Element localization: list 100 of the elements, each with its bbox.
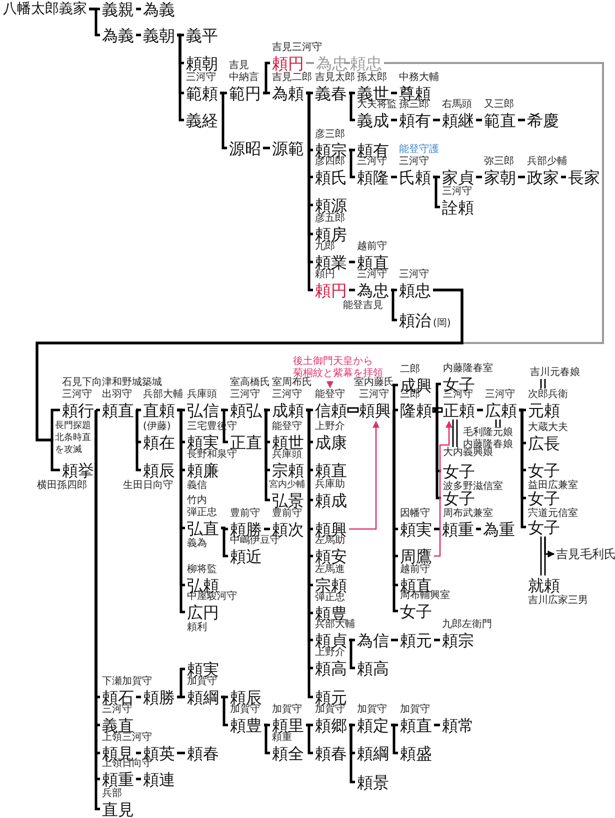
title-note: 生田日向守: [123, 480, 173, 492]
lineage-line: [560, 176, 566, 178]
person-name: 元頼: [528, 402, 560, 418]
person-name: 義朝: [143, 26, 175, 44]
person-name: 源範: [272, 140, 304, 156]
title-note: 越前守: [400, 564, 430, 576]
lineage-line: [476, 118, 482, 122]
person-name: 頼高: [357, 660, 389, 676]
title-note: 大蔵大夫: [528, 422, 568, 434]
title-note: 加賀守: [272, 704, 302, 716]
lineage-line: [177, 696, 185, 698]
lineage-line: [264, 408, 270, 502]
title-note: 周布武兼室: [443, 508, 493, 520]
person-name: 女子: [400, 602, 432, 620]
person-name: 家朝: [484, 168, 516, 186]
lineage-line: [135, 408, 141, 472]
person-name: 頼朝: [186, 54, 218, 72]
lineage-line: [434, 382, 441, 412]
title-note: 加賀守: [230, 704, 260, 716]
person-name: 頼勝: [143, 688, 175, 706]
person-name: 頼実: [400, 520, 432, 538]
lineage-line: [518, 176, 525, 178]
title-note: 室内藤氏: [354, 376, 394, 388]
lineage-line: [349, 92, 355, 122]
person-name: 弘直: [187, 520, 219, 536]
title-note: (岡): [433, 318, 451, 328]
person-name: 頼辰: [143, 462, 175, 478]
lineage-line: [391, 92, 397, 94]
person-name: 広頼: [485, 402, 517, 418]
person-name: 頼連: [143, 770, 175, 788]
person-name: 頼房: [315, 226, 347, 242]
lineage-line: [349, 260, 355, 264]
arrow: [544, 536, 555, 558]
lineage-line: [136, 752, 141, 754]
lineage-line: [221, 696, 228, 726]
lineage-line: [264, 528, 270, 530]
person-name: 為信: [357, 632, 389, 648]
person-name: 義親: [102, 0, 134, 18]
person-name: 隆頼: [400, 402, 432, 418]
title-note: 宍道元信室: [528, 508, 578, 520]
person-name: 八幡太郎義家: [3, 0, 87, 18]
lineage-line: [263, 92, 270, 94]
title-note: 九郎左衛門: [442, 618, 492, 630]
family-note: 内藤隆春娘: [463, 439, 513, 450]
title-note: 兵部: [102, 788, 122, 800]
title-note: 益田広兼室: [528, 480, 578, 491]
person-name: 頼常: [442, 716, 474, 734]
annotation-note: 後土御門天皇から菊桐紋と紫幕を拝領: [293, 356, 383, 379]
title-note: 九郎: [315, 240, 335, 252]
title-note: 吉見二郎: [272, 72, 312, 84]
person-name: 氏頼: [399, 168, 431, 186]
title-note: 兵部少輔: [527, 156, 567, 168]
title-note: 弾正忠: [187, 506, 217, 518]
lineage-line: [136, 696, 141, 698]
title-note: 左馬進: [315, 564, 345, 576]
person-name: 頼忠: [350, 54, 382, 72]
person-name: 頼綱: [187, 688, 219, 706]
person-name: 家貞: [442, 168, 474, 186]
person-name: 頼隆: [357, 168, 389, 186]
lineage-line: [477, 408, 483, 412]
arrow: [434, 420, 452, 557]
person-name: 宗頼: [315, 576, 347, 594]
title-note: 加賀守: [400, 704, 430, 716]
title-note: 上領三河守: [102, 732, 152, 744]
lineage-line: [391, 118, 397, 122]
person-name: 頼元: [400, 632, 432, 648]
person-name: 成頼: [272, 402, 304, 418]
person-name: 頼有: [357, 142, 389, 158]
lineage-line: [476, 176, 482, 178]
person-name: 頼安: [315, 548, 347, 564]
title-note: 兵庫頭: [187, 388, 217, 400]
title-note: 室周布氏: [272, 376, 312, 388]
person-name: 頼継: [442, 112, 474, 128]
title-note: 三河守: [272, 388, 302, 400]
title-note: 能登守: [272, 420, 302, 432]
title-note: 加賀守: [315, 704, 345, 716]
lineage-line: [433, 176, 440, 208]
person-name: 頼円: [315, 282, 347, 298]
person-name: 義世: [357, 84, 389, 102]
person-name: 頼世: [272, 434, 304, 450]
lineage-line: [263, 146, 270, 150]
person-name: 頼直: [102, 402, 134, 418]
person-name: 頼氏: [315, 168, 347, 186]
lineage-line: [94, 408, 100, 412]
lineage-line: [263, 62, 270, 94]
person-name: 周鷹: [400, 548, 432, 564]
person-name: 頼定: [357, 716, 389, 734]
person-name: 頼有: [399, 112, 431, 128]
title-note: 石見下向: [62, 376, 102, 388]
person-name: 希慶: [527, 112, 559, 128]
person-name: 義春: [315, 84, 347, 102]
person-name: 為重: [483, 520, 515, 538]
title-note: 三河守: [102, 704, 132, 716]
title-note: 彦五郎: [315, 212, 345, 224]
title-note: 能登吉見: [343, 300, 383, 312]
title-note: 三河守: [186, 72, 216, 84]
title-note: 加賀守: [187, 676, 217, 688]
lineage-line: [136, 34, 141, 36]
person-name: 頼石: [102, 688, 134, 706]
person-name: 宗頼: [272, 462, 304, 478]
